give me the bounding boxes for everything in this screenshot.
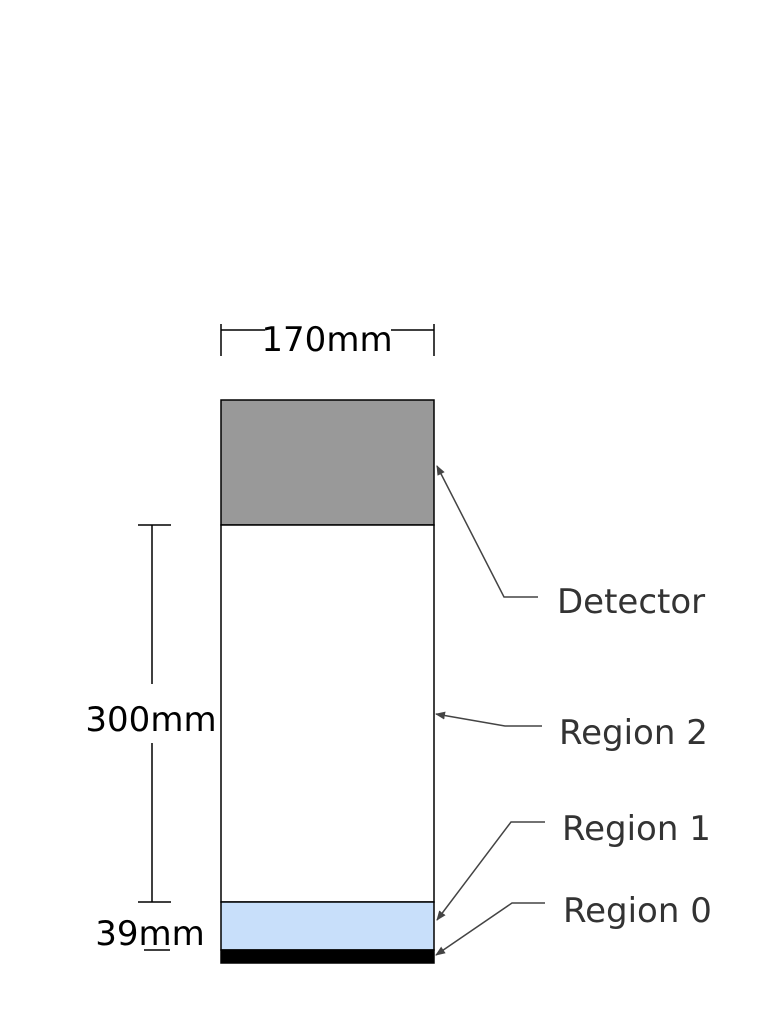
region2-label: Region 2 [559, 713, 708, 753]
region-0-block [220, 949, 435, 964]
region1-callout: Region 1 [436, 809, 711, 921]
width-dimension: 170mm [220, 320, 435, 360]
region2-callout: Region 2 [435, 711, 708, 753]
region1-label: Region 1 [562, 809, 711, 849]
height-dimension-label: 300mm [85, 700, 216, 740]
region-2-block [220, 524, 435, 903]
region1-thickness-label: 39mm [95, 914, 205, 954]
region0-leader-arrow [435, 902, 545, 956]
width-dimension-label: 170mm [261, 320, 392, 360]
region-1-block [220, 901, 435, 951]
region0-callout: Region 0 [435, 891, 712, 956]
detector-leader-arrow [436, 465, 538, 598]
detector-callout: Detector [436, 465, 705, 622]
height-dimension: 300mm [85, 524, 217, 903]
detector-region [220, 399, 435, 526]
detector-label: Detector [557, 582, 705, 622]
region1-leader-arrow [436, 821, 545, 921]
region1-thickness-dimension: 39mm [95, 914, 205, 954]
region2-leader-arrow [435, 711, 542, 727]
region0-label: Region 0 [563, 891, 712, 931]
